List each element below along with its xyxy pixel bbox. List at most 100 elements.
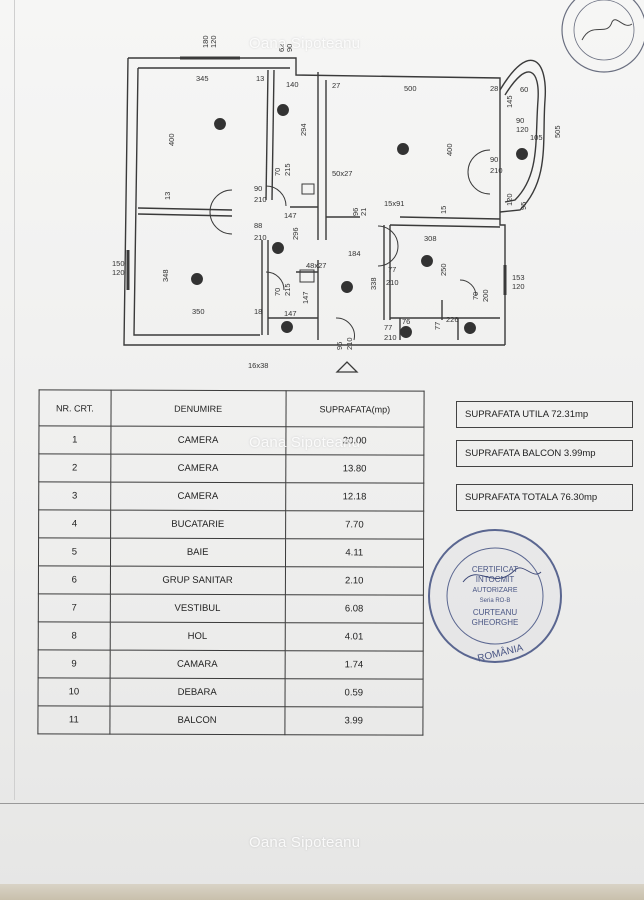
- dim-label: 120: [512, 282, 525, 291]
- wall-1-4: [389, 224, 501, 228]
- cell-name: VESTIBUL: [110, 594, 285, 623]
- wall-2-3: [137, 207, 233, 211]
- dim-label: 48x27: [306, 261, 326, 270]
- watermark-top: Oana Sipoteanu: [249, 35, 361, 52]
- cell-name: CAMERA: [110, 482, 286, 511]
- dim-label: 76: [402, 317, 410, 326]
- cell-area: 13.80: [285, 454, 424, 484]
- dim-label: 210: [254, 233, 267, 242]
- cell-name: DEBARA: [109, 678, 285, 707]
- cell-name: HOL: [109, 622, 285, 651]
- page-edge-line: [14, 0, 15, 800]
- dim-label: 70: [471, 292, 480, 300]
- stamp-top-right: [561, 0, 644, 73]
- dim-label: 150: [112, 259, 125, 268]
- room-number: 9: [468, 324, 472, 333]
- dim-label: 60: [520, 85, 528, 94]
- dim-label: 105: [530, 133, 543, 142]
- room-number: 2: [218, 120, 222, 129]
- floor-plan: 180 120 62 90 345 13 140 27 500 28 60 14…: [112, 35, 562, 373]
- dim-label: 296: [291, 227, 300, 240]
- dim-label: 70: [273, 168, 282, 176]
- dim-label: 345: [196, 74, 209, 83]
- stamp-text: INTOCMIT: [476, 575, 515, 584]
- dim-label: 147: [284, 211, 297, 220]
- room-number: 11: [518, 150, 526, 159]
- dim-label: 28: [490, 84, 498, 93]
- dim-label: 153: [512, 273, 525, 282]
- dim-label: 16x38: [248, 361, 268, 370]
- room-number: 1: [401, 145, 405, 154]
- dim-label: 120: [209, 35, 218, 48]
- cell-area: 7.70: [285, 510, 424, 540]
- dim-label: 90: [254, 184, 262, 193]
- dim-label: 90: [516, 116, 524, 125]
- dim-label: 13: [256, 74, 264, 83]
- dim-label: 294: [299, 123, 308, 136]
- dim-label: 120: [505, 193, 514, 206]
- dim-label: 250: [439, 263, 448, 276]
- dim-label: 96: [335, 342, 344, 350]
- room-number: 4: [425, 257, 429, 266]
- dim-label: 215: [283, 283, 292, 296]
- dim-label: 77: [384, 323, 392, 332]
- cell-area: 4.11: [285, 538, 424, 568]
- watermark-bottom: Oana Sipoteanu: [249, 834, 361, 851]
- dim-label: 505: [553, 125, 562, 138]
- dim-label: 500: [404, 84, 417, 93]
- dim-label: 400: [167, 133, 176, 146]
- dim-label: 62: [277, 44, 286, 52]
- dim-label: 338: [369, 277, 378, 290]
- cell-nr: 6: [38, 565, 111, 595]
- cell-nr: 10: [37, 677, 110, 707]
- room-number: 8: [276, 244, 280, 253]
- summary-totala: SUPRAFATA TOTALA 76.30mp: [456, 484, 633, 511]
- dim-label: 140: [286, 80, 299, 89]
- cell-name: GRUP SANITAR: [110, 566, 286, 595]
- dim-label: 350: [192, 307, 205, 316]
- wall-2-5: [265, 69, 269, 201]
- dim-label: 210: [254, 195, 267, 204]
- cell-area: 1.74: [284, 650, 424, 680]
- outer-wall-top-right: [128, 57, 506, 345]
- dim-label: 77: [388, 265, 396, 274]
- summary-balcon: SUPRAFATA BALCON 3.99mp: [456, 440, 633, 467]
- dim-label: 145: [505, 95, 514, 108]
- cell-nr: 2: [38, 453, 111, 483]
- dim-label: 210: [386, 278, 399, 287]
- cell-name: BALCON: [109, 706, 285, 735]
- dim-label: 15x91: [384, 199, 404, 208]
- dim-label: 210: [384, 333, 397, 342]
- dim-label: 70: [273, 288, 282, 296]
- dim-label: 21: [359, 208, 368, 216]
- room-number: 5: [281, 106, 285, 115]
- dim-label: 348: [161, 269, 170, 282]
- dim-label: 210: [490, 166, 503, 175]
- dim-label: 184: [348, 249, 361, 258]
- cell-name: BUCATARIE: [110, 510, 286, 539]
- dim-label: 90: [285, 44, 294, 52]
- dim-label: 15: [439, 206, 448, 214]
- dim-label: 120: [516, 125, 529, 134]
- dim-label: 308: [424, 234, 437, 243]
- dim-label: 147: [301, 291, 310, 304]
- dim-label: 95: [519, 202, 528, 210]
- page-bottom-line: [0, 803, 644, 804]
- dim-label: 215: [283, 163, 292, 176]
- dim-label: 27: [332, 81, 340, 90]
- room-number: 3: [195, 275, 199, 284]
- table-header-row: NR. CRT. DENUMIRE SUPRAFATA(mp): [38, 389, 425, 428]
- cell-name: CAMERA: [110, 454, 286, 483]
- dim-label: 90: [490, 155, 498, 164]
- summary-utila: SUPRAFATA UTILA 72.31mp: [456, 401, 633, 428]
- round-stamp: CERTIFICAT INTOCMIT AUTORIZARE Seria RO-…: [428, 529, 562, 665]
- stamp-text: CURTEANU: [473, 608, 518, 617]
